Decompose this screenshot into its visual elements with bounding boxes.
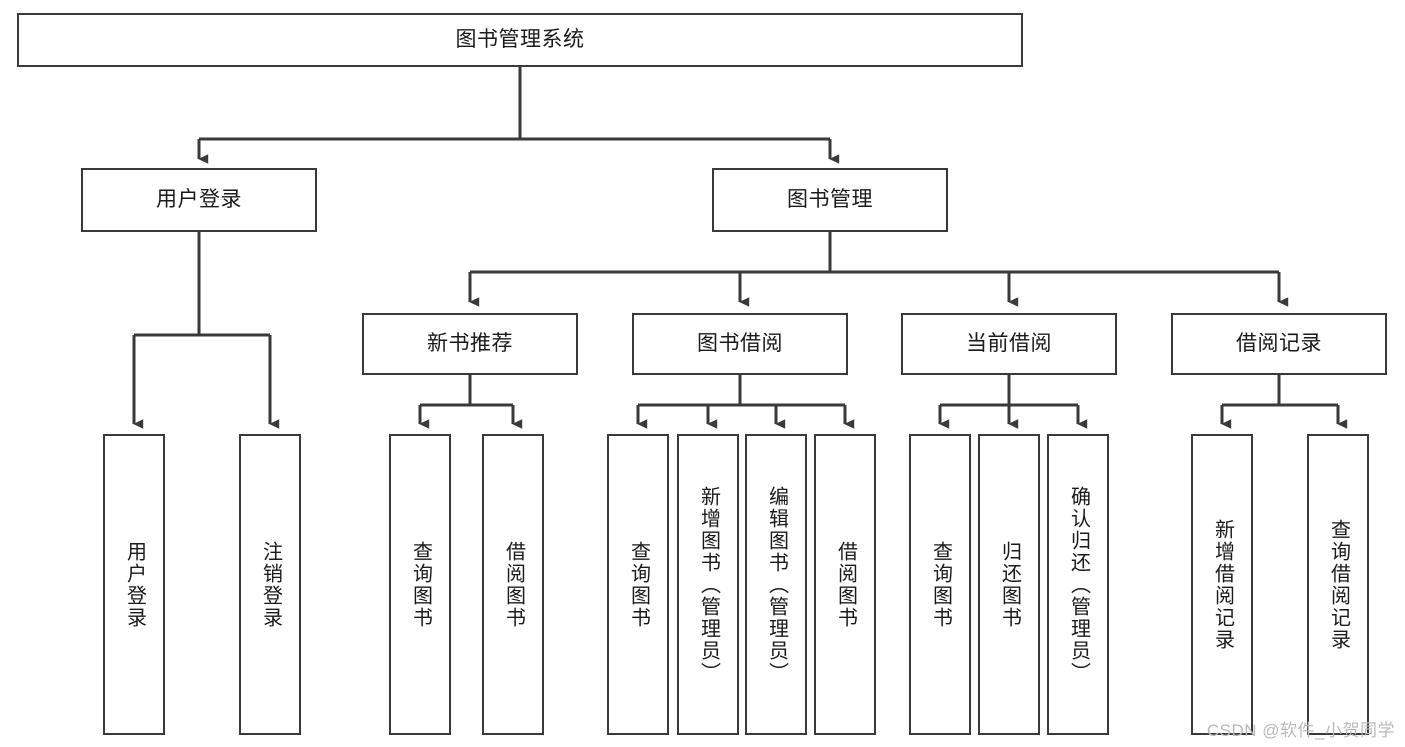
node-label: 图书借阅	[697, 331, 783, 355]
node-root-library-management-system[interactable]: 图书管理系统	[17, 13, 1023, 67]
leaf-user-logout[interactable]: 注销登录	[239, 434, 301, 735]
node-label: 归还图书	[998, 540, 1021, 629]
node-label: 借阅图书	[502, 540, 525, 629]
leaf-query-book-current[interactable]: 查询图书	[909, 434, 971, 735]
node-label: 查询图书	[929, 540, 952, 629]
node-current-borrow[interactable]: 当前借阅	[901, 313, 1117, 375]
node-label: 借阅图书	[834, 540, 857, 629]
node-label: 用户登录	[123, 540, 146, 629]
leaf-borrow-book[interactable]: 借阅图书	[814, 434, 876, 735]
node-label: 用户登录	[156, 187, 242, 211]
leaf-return-book[interactable]: 归还图书	[978, 434, 1040, 735]
node-label: 图书管理	[787, 187, 873, 211]
leaf-add-borrow-record[interactable]: 新增借阅记录	[1191, 434, 1253, 735]
leaf-query-book-recommend[interactable]: 查询图书	[389, 434, 451, 735]
leaf-edit-book-admin[interactable]: 编辑图书（管理员）	[745, 434, 807, 735]
node-label: 查询图书	[409, 540, 432, 629]
node-book-management[interactable]: 图书管理	[712, 168, 948, 232]
node-borrow-record[interactable]: 借阅记录	[1171, 313, 1387, 375]
node-book-borrow[interactable]: 图书借阅	[632, 313, 848, 375]
leaf-user-login[interactable]: 用户登录	[103, 434, 165, 735]
leaf-query-borrow-record[interactable]: 查询借阅记录	[1307, 434, 1369, 735]
node-label: 确认归还（管理员）	[1067, 485, 1090, 684]
node-label: 注销登录	[259, 540, 282, 629]
leaf-confirm-return-admin[interactable]: 确认归还（管理员）	[1047, 434, 1109, 735]
node-label: 借阅记录	[1236, 331, 1322, 355]
leaf-query-book-borrow[interactable]: 查询图书	[607, 434, 669, 735]
node-new-book-recommend[interactable]: 新书推荐	[362, 313, 578, 375]
leaf-add-book-admin[interactable]: 新增图书（管理员）	[677, 434, 739, 735]
node-label: 查询借阅记录	[1327, 518, 1350, 651]
leaf-borrow-book-recommend[interactable]: 借阅图书	[482, 434, 544, 735]
node-label: 当前借阅	[966, 331, 1052, 355]
node-label: 图书管理系统	[455, 27, 585, 51]
node-label: 查询图书	[627, 540, 650, 629]
node-label: 新书推荐	[427, 331, 513, 355]
node-label: 编辑图书（管理员）	[765, 485, 788, 684]
node-label: 新增借阅记录	[1211, 518, 1234, 651]
node-label: 新增图书（管理员）	[697, 485, 720, 684]
node-user-login[interactable]: 用户登录	[81, 168, 317, 232]
